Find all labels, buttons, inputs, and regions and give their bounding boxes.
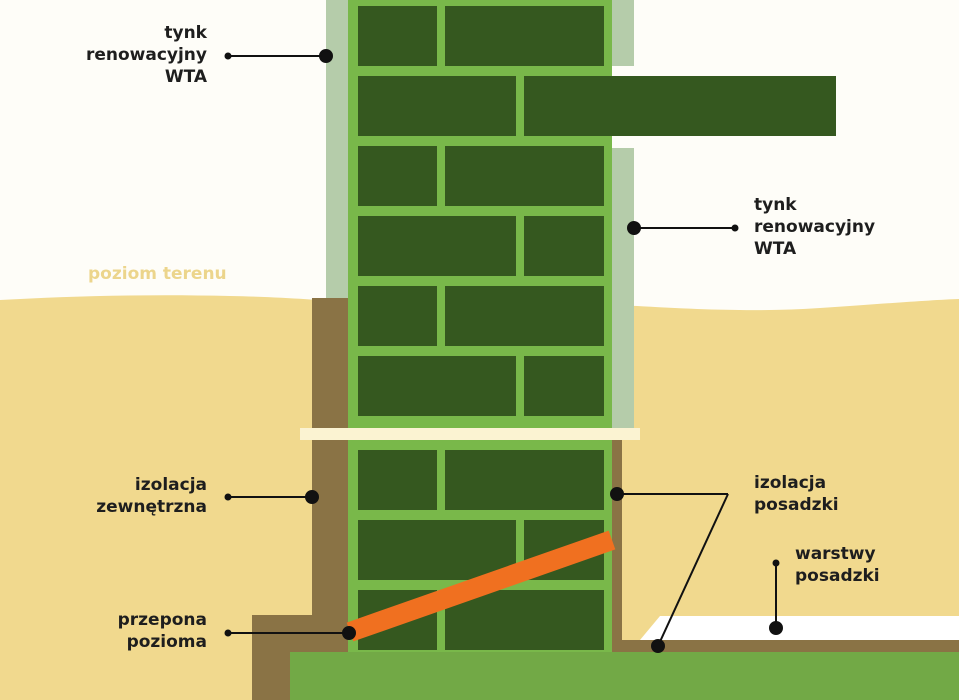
plaster-right-top (612, 0, 634, 66)
label-plaster-left-line2: renowacyjny (85, 45, 207, 65)
wall-gap (300, 428, 640, 440)
leader-tick-plaster-right (731, 224, 739, 232)
external-insulation-lower (252, 440, 348, 700)
leader-dot-damp-course (342, 626, 356, 640)
brick (445, 146, 604, 206)
soil-left (0, 295, 340, 700)
damp-course (346, 530, 616, 642)
leader-dot-external-insulation (305, 490, 319, 504)
label-damp-course: przepona pozioma (118, 609, 207, 653)
brick (445, 590, 604, 650)
foundation (290, 652, 959, 700)
brick (524, 216, 604, 276)
label-plaster-right-line1: tynk (754, 195, 797, 215)
brick (358, 216, 516, 276)
label-plaster-left-line1: tynk (164, 23, 207, 43)
label-ground-level: poziom terenu (88, 264, 227, 284)
leader-dot-plaster-right (627, 221, 641, 235)
label-floor-insulation: izolacja posadzki (754, 472, 839, 516)
external-insulation (312, 298, 348, 428)
brick (358, 520, 516, 580)
leader-tick-external-insulation (224, 493, 232, 501)
beam (524, 76, 836, 136)
label-damp-course-line1: przepona (117, 610, 207, 630)
label-external-insulation: izolacja zewnętrzna (96, 474, 207, 518)
brick (445, 286, 604, 346)
brick (445, 6, 604, 66)
label-external-insulation-line2: zewnętrzna (96, 497, 207, 517)
label-plaster-right-line2: renowacyjny (754, 217, 876, 237)
label-floor-layers-line2: posadzki (795, 566, 880, 586)
leader-tick-plaster-left (224, 52, 232, 60)
label-floor-layers-line1: warstwy (795, 544, 876, 564)
label-floor-layers: warstwy posadzki (795, 543, 880, 587)
bricks (358, 6, 604, 650)
floor-layers (640, 616, 959, 640)
label-floor-insulation-line1: izolacja (754, 473, 827, 493)
label-plaster-right-line3: WTA (754, 239, 797, 259)
leader-dot-floor-insulation-bottom (651, 639, 665, 653)
leader-dot-floor-layers (769, 621, 783, 635)
soil-right (620, 299, 959, 700)
brick (358, 76, 516, 136)
leader-dot-floor-insulation-top (610, 487, 624, 501)
brick (358, 6, 437, 66)
brick (445, 450, 604, 510)
leader-floor-insulation-b (657, 493, 729, 647)
label-floor-insulation-line2: posadzki (754, 495, 839, 515)
label-plaster-right: tynk renowacyjny WTA (754, 194, 875, 260)
brick (358, 356, 516, 416)
label-plaster-left-line3: WTA (164, 67, 207, 87)
label-damp-course-line2: pozioma (126, 632, 207, 652)
leader-tick-floor-layers (772, 559, 780, 567)
brick (358, 450, 437, 510)
brick (524, 356, 604, 416)
label-external-insulation-line1: izolacja (134, 475, 207, 495)
plaster-right (612, 148, 634, 428)
brick (358, 146, 437, 206)
brick (358, 286, 437, 346)
leader-dot-plaster-left (319, 49, 333, 63)
label-plaster-left: tynk renowacyjny WTA (86, 22, 207, 88)
leader-tick-damp-course (224, 629, 232, 637)
